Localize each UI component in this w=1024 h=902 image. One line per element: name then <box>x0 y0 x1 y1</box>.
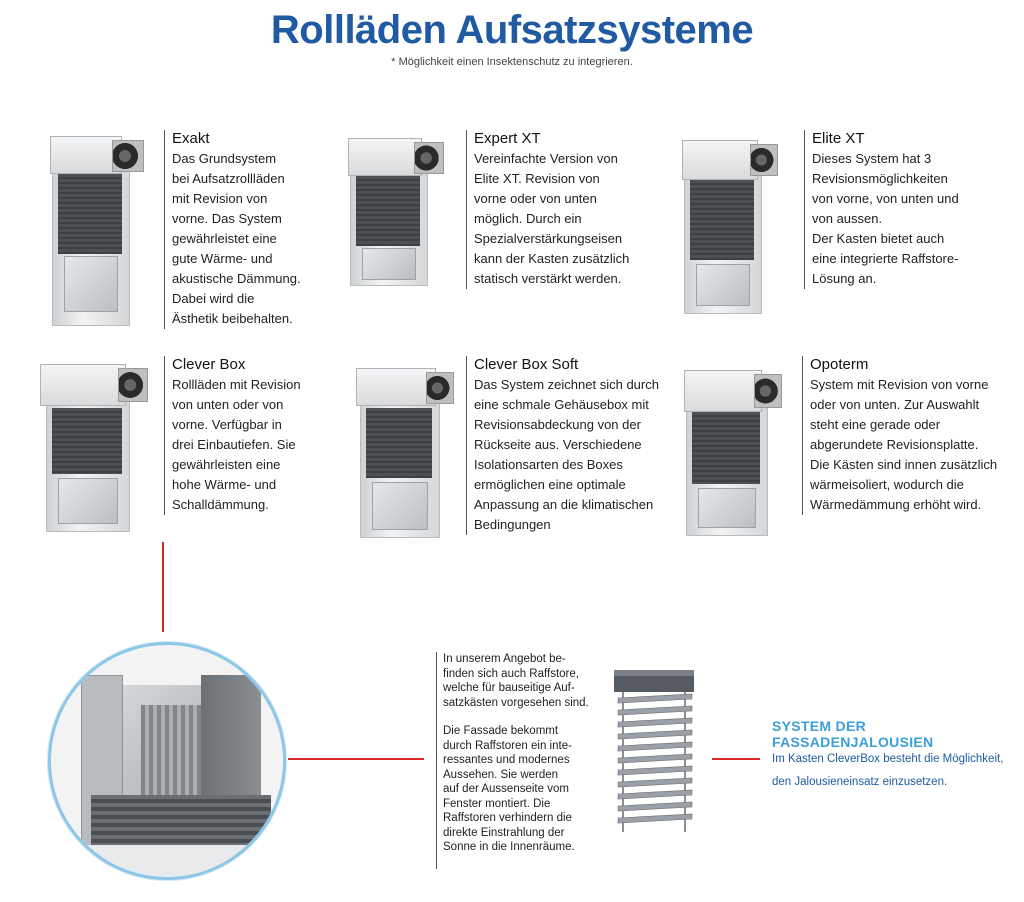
product-image-clever-box-soft <box>356 368 456 540</box>
product-description: Das Grundsystem bei Aufsatzrollläden mit… <box>172 151 301 326</box>
connector-line-vertical <box>162 542 164 632</box>
product-description: Vereinfachte Version von Elite XT. Revis… <box>474 151 630 286</box>
product-image-exakt <box>50 136 150 326</box>
system-description: Im Kasten CleverBox besteht die Möglichk… <box>772 753 1004 788</box>
raffstore-info: In unserem Angebot be- finden sich auch … <box>436 652 603 869</box>
product-image-opoterm <box>684 370 784 536</box>
cross-section-detail-image <box>48 642 286 880</box>
product-description: Dieses System hat 3 Revisionsmöglichkeit… <box>812 151 959 286</box>
facade-jalousie-image <box>614 670 694 832</box>
product-image-expert-xt <box>348 138 448 288</box>
product-name: Exakt <box>172 130 210 147</box>
product-name: Clever Box <box>172 356 246 373</box>
system-title: SYSTEM DER FASSADENJALOUSIEN <box>772 718 934 750</box>
product-description: System mit Revision von vorne oder von u… <box>810 377 998 512</box>
raffstore-paragraph-1: In unserem Angebot be- finden sich auch … <box>443 653 589 709</box>
product-description: Rollläden mit Revision von unten oder vo… <box>172 377 301 512</box>
product-name: Clever Box Soft <box>474 356 579 373</box>
product-image-elite-xt <box>680 140 780 315</box>
page-subtitle: * Möglichkeit einen Insektenschutz zu in… <box>391 56 633 68</box>
connector-line-left <box>288 758 424 760</box>
product-image-clever-box <box>40 364 150 534</box>
product-name: Expert XT <box>474 130 541 147</box>
raffstore-paragraph-2: Die Fassade bekommt durch Raffstoren ein… <box>443 725 575 853</box>
page-title: Rollläden Aufsatzsysteme <box>270 8 754 52</box>
product-description: Das System zeichnet sich durch eine schm… <box>474 377 659 532</box>
product-name: Opoterm <box>810 356 869 373</box>
product-name: Elite XT <box>812 130 865 147</box>
connector-line-right <box>712 758 760 760</box>
